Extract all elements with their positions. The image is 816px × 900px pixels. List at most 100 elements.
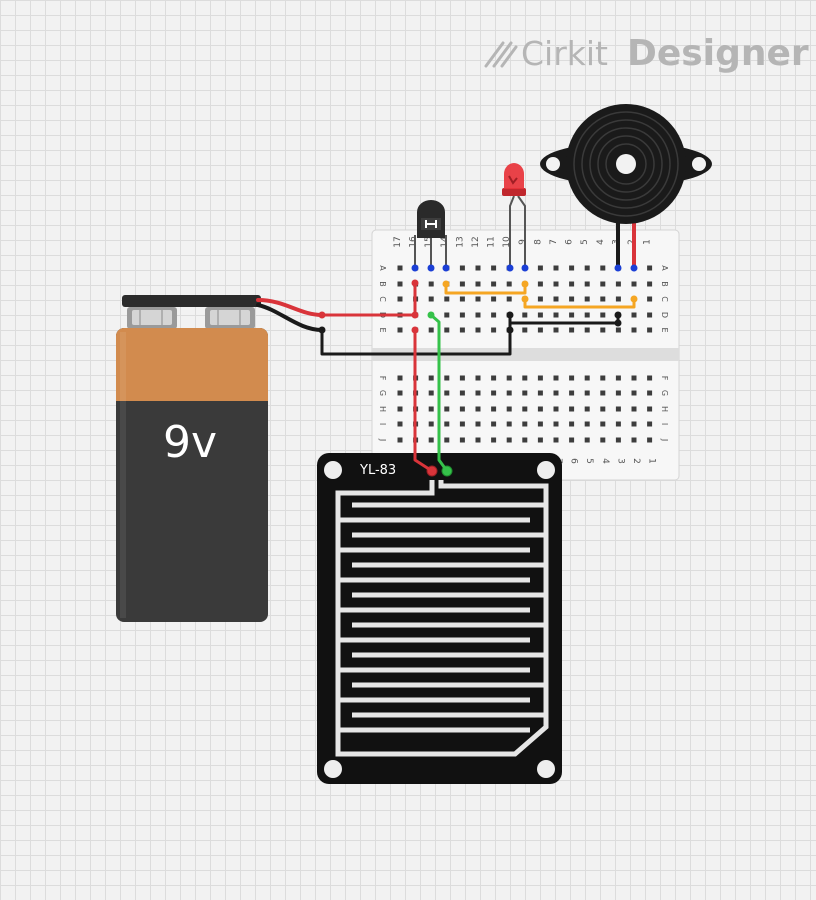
breadboard-hole[interactable] <box>459 296 465 302</box>
breadboard-hole[interactable] <box>491 327 497 333</box>
breadboard-hole[interactable] <box>584 312 590 318</box>
breadboard-hole[interactable] <box>615 375 621 381</box>
breadboard-hole[interactable] <box>631 281 637 287</box>
breadboard-hole[interactable] <box>397 375 403 381</box>
breadboard-hole[interactable] <box>584 390 590 396</box>
breadboard-hole[interactable] <box>537 312 543 318</box>
breadboard-hole[interactable] <box>553 296 559 302</box>
breadboard-hole[interactable] <box>537 406 543 412</box>
breadboard-hole[interactable] <box>631 421 637 427</box>
breadboard-hole[interactable] <box>647 390 653 396</box>
breadboard-hole[interactable] <box>631 312 637 318</box>
breadboard-hole[interactable] <box>475 421 481 427</box>
breadboard-hole[interactable] <box>491 296 497 302</box>
breadboard-hole[interactable] <box>600 375 606 381</box>
breadboard-hole[interactable] <box>600 437 606 443</box>
breadboard-hole[interactable] <box>444 437 450 443</box>
breadboard-hole[interactable] <box>522 327 528 333</box>
breadboard-hole[interactable] <box>600 421 606 427</box>
breadboard-hole[interactable] <box>428 437 434 443</box>
breadboard-hole[interactable] <box>522 437 528 443</box>
breadboard-hole[interactable] <box>553 437 559 443</box>
breadboard-hole[interactable] <box>475 406 481 412</box>
breadboard-hole[interactable] <box>444 296 450 302</box>
breadboard-hole[interactable] <box>600 281 606 287</box>
breadboard-hole[interactable] <box>491 437 497 443</box>
breadboard-hole[interactable] <box>553 327 559 333</box>
breadboard-hole[interactable] <box>428 281 434 287</box>
breadboard-hole[interactable] <box>569 421 575 427</box>
breadboard-hole[interactable] <box>459 281 465 287</box>
breadboard-hole[interactable] <box>631 375 637 381</box>
red-led-icon[interactable] <box>502 163 529 272</box>
breadboard-hole[interactable] <box>397 281 403 287</box>
breadboard-hole[interactable] <box>459 437 465 443</box>
breadboard-hole[interactable] <box>475 296 481 302</box>
breadboard-hole[interactable] <box>569 281 575 287</box>
breadboard-hole[interactable] <box>506 375 512 381</box>
breadboard-hole[interactable] <box>428 296 434 302</box>
breadboard-hole[interactable] <box>475 281 481 287</box>
breadboard-hole[interactable] <box>459 327 465 333</box>
breadboard-hole[interactable] <box>584 421 590 427</box>
breadboard-hole[interactable] <box>631 390 637 396</box>
breadboard-hole[interactable] <box>491 265 497 271</box>
breadboard-hole[interactable] <box>537 281 543 287</box>
breadboard-hole[interactable] <box>491 421 497 427</box>
breadboard-hole[interactable] <box>428 406 434 412</box>
breadboard-hole[interactable] <box>553 421 559 427</box>
breadboard-hole[interactable] <box>459 265 465 271</box>
breadboard-hole[interactable] <box>647 281 653 287</box>
breadboard-hole[interactable] <box>647 327 653 333</box>
breadboard-hole[interactable] <box>506 421 512 427</box>
breadboard-hole[interactable] <box>475 265 481 271</box>
breadboard-hole[interactable] <box>584 375 590 381</box>
breadboard-hole[interactable] <box>569 406 575 412</box>
breadboard-hole[interactable] <box>647 406 653 412</box>
breadboard-hole[interactable] <box>553 265 559 271</box>
breadboard-hole[interactable] <box>553 406 559 412</box>
breadboard-hole[interactable] <box>584 406 590 412</box>
piezo-buzzer-icon[interactable] <box>540 104 712 272</box>
breadboard-hole[interactable] <box>506 296 512 302</box>
breadboard-hole[interactable] <box>428 327 434 333</box>
breadboard-hole[interactable] <box>537 327 543 333</box>
breadboard-hole[interactable] <box>600 406 606 412</box>
breadboard-hole[interactable] <box>647 437 653 443</box>
breadboard-hole[interactable] <box>522 421 528 427</box>
breadboard-hole[interactable] <box>397 265 403 271</box>
breadboard-hole[interactable] <box>522 390 528 396</box>
battery-9v[interactable]: 9v <box>116 295 268 622</box>
breadboard-hole[interactable] <box>600 296 606 302</box>
breadboard-hole[interactable] <box>631 406 637 412</box>
breadboard-hole[interactable] <box>631 327 637 333</box>
breadboard-hole[interactable] <box>537 375 543 381</box>
breadboard-hole[interactable] <box>584 437 590 443</box>
breadboard-hole[interactable] <box>444 421 450 427</box>
breadboard-hole[interactable] <box>553 312 559 318</box>
breadboard-hole[interactable] <box>397 327 403 333</box>
breadboard-hole[interactable] <box>444 390 450 396</box>
npn-transistor-icon[interactable] <box>411 200 450 272</box>
breadboard-hole[interactable] <box>475 390 481 396</box>
breadboard-hole[interactable] <box>506 281 512 287</box>
breadboard-hole[interactable] <box>584 281 590 287</box>
breadboard-hole[interactable] <box>584 296 590 302</box>
breadboard-hole[interactable] <box>615 406 621 412</box>
breadboard-hole[interactable] <box>600 390 606 396</box>
breadboard-hole[interactable] <box>428 421 434 427</box>
breadboard-hole[interactable] <box>459 406 465 412</box>
breadboard-hole[interactable] <box>615 421 621 427</box>
breadboard-hole[interactable] <box>569 390 575 396</box>
breadboard-hole[interactable] <box>615 281 621 287</box>
breadboard-hole[interactable] <box>569 327 575 333</box>
breadboard-hole[interactable] <box>615 390 621 396</box>
breadboard-hole[interactable] <box>537 265 543 271</box>
breadboard-hole[interactable] <box>475 375 481 381</box>
breadboard-hole[interactable] <box>615 296 621 302</box>
breadboard-hole[interactable] <box>444 406 450 412</box>
breadboard-hole[interactable] <box>569 375 575 381</box>
breadboard-hole[interactable] <box>647 265 653 271</box>
breadboard-hole[interactable] <box>600 265 606 271</box>
breadboard-hole[interactable] <box>584 327 590 333</box>
